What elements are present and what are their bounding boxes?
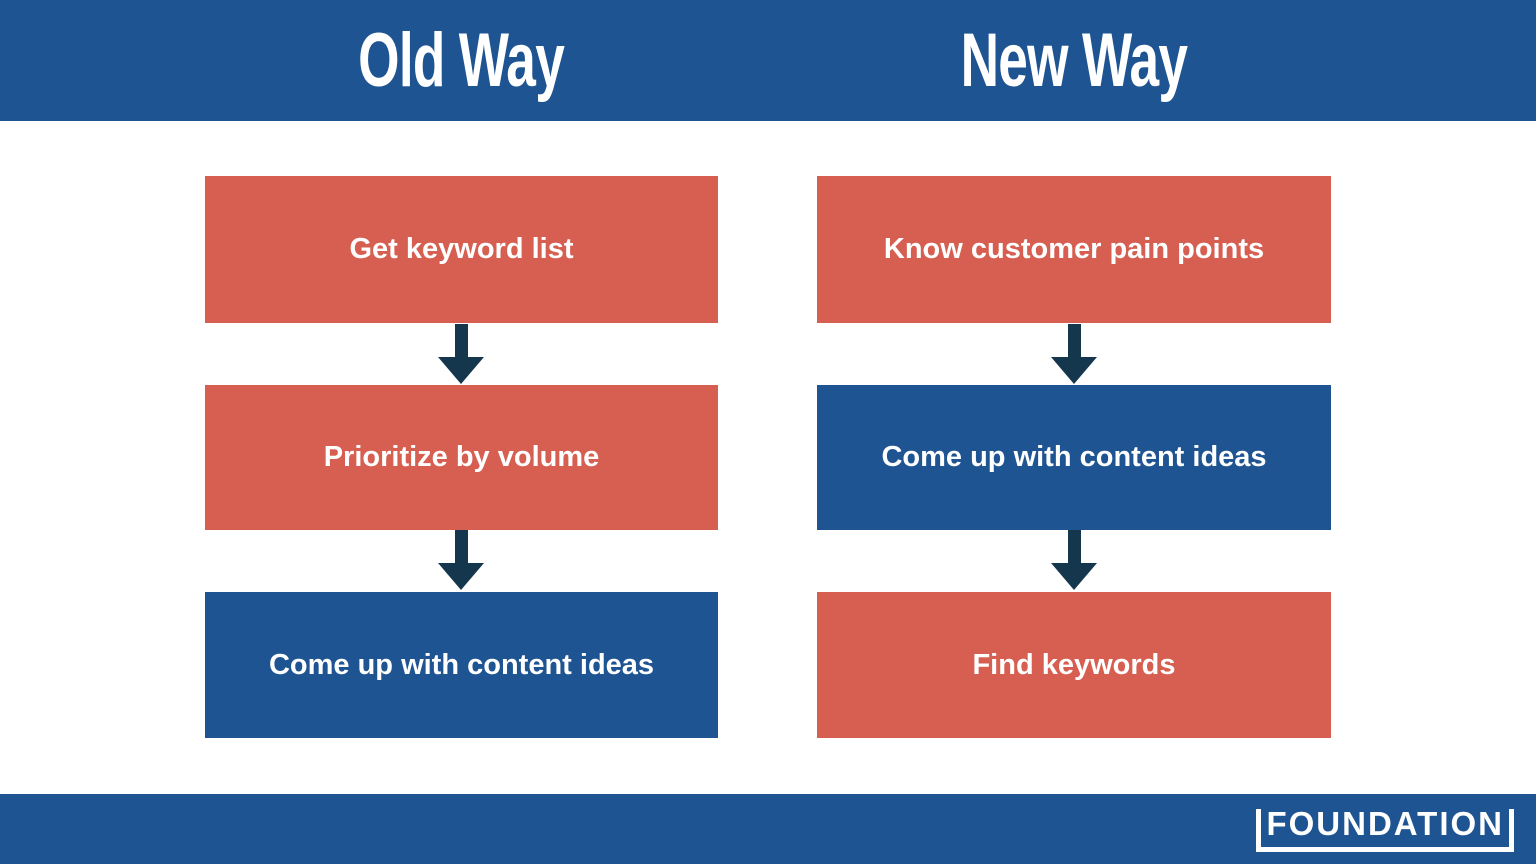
new-way-title: New Way <box>960 18 1188 103</box>
foundation-logo-wrap: FOUNDATION <box>1256 794 1514 864</box>
arrow-head <box>438 357 484 384</box>
column-header-new-way: New Way <box>817 0 1331 121</box>
down-arrow-icon <box>438 530 484 590</box>
down-arrow-icon <box>438 324 484 384</box>
down-arrow-icon <box>1051 324 1097 384</box>
arrow-stem <box>454 530 468 563</box>
down-arrow-icon <box>1051 530 1097 590</box>
flow-step-box: Find keywords <box>817 592 1331 738</box>
arrow-stem <box>454 324 468 357</box>
flow-step-box: Know customer pain points <box>817 176 1331 323</box>
foundation-logo: FOUNDATION <box>1256 807 1514 852</box>
column-header-old-way: Old Way <box>205 0 718 121</box>
arrow-head <box>1051 563 1097 590</box>
arrow-head <box>438 563 484 590</box>
flow-step-box: Come up with content ideas <box>205 592 718 738</box>
flow-step-box: Prioritize by volume <box>205 385 718 530</box>
header-bar <box>0 0 1536 121</box>
arrow-stem <box>1067 530 1081 563</box>
arrow-head <box>1051 357 1097 384</box>
flow-step-box: Come up with content ideas <box>817 385 1331 530</box>
arrow-stem <box>1067 324 1081 357</box>
footer-bar <box>0 794 1536 864</box>
old-way-title: Old Way <box>358 18 566 103</box>
flow-step-box: Get keyword list <box>205 176 718 323</box>
